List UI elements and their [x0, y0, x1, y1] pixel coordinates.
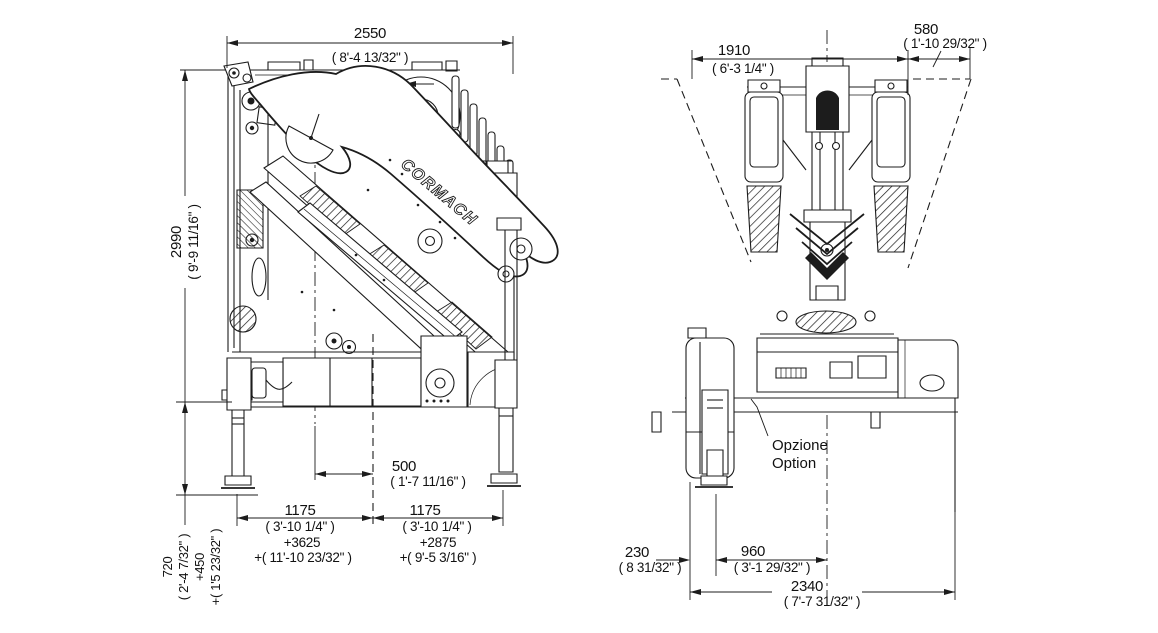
dim-2990-ft: ( 9'-9 11/16" ) [186, 204, 201, 279]
dim-top-width-2550: 2550 ( 8'-4 13/32" ) [227, 25, 513, 74]
dim-1175R-extft: +( 9'-5 3/16" ) [400, 550, 477, 565]
dim-2550-ft: ( 8'-4 13/32" ) [332, 50, 408, 65]
dim-overhang-580: 580 ( 1'-10 29/32" ) [903, 21, 987, 79]
dim-960-ft: ( 3'-1 29/32" ) [734, 560, 810, 575]
extension-booms [250, 156, 508, 368]
rear-chevrons [790, 214, 864, 280]
stabilizer-leg-left [221, 358, 255, 488]
dim-offset-500: 500 ( 1'-7 11/16" ) [315, 334, 466, 526]
dim-1175L-ext: +3625 [284, 535, 320, 550]
dim-2340-ft: ( 7'-7 31/32" ) [784, 594, 860, 609]
dim-960-mm: 960 [741, 543, 765, 560]
crane-column [230, 90, 277, 352]
rear-boom-right [849, 80, 910, 252]
dim-total-2340: 2340 ( 7'-7 31/32" ) [690, 512, 955, 609]
dim-1910-mm: 1910 [718, 42, 750, 59]
dim-2550-mm: 2550 [354, 25, 386, 42]
dim-leg-960: 960 ( 3'-1 29/32" ) [716, 494, 827, 576]
truck-body-outline [661, 79, 971, 268]
dim-720-ext: +450 [192, 553, 207, 581]
dim-left-height-2990: 2990 ( 9'-9 11/16" ) [168, 70, 258, 495]
main-boom [249, 66, 558, 277]
dim-1910-ft: ( 6'-3 1/4" ) [712, 61, 774, 76]
dim-1175R-ext: +2875 [420, 535, 456, 550]
rear-base-box [757, 338, 898, 392]
dim-1175L-extft: +( 11'-10 23/32" ) [254, 550, 351, 565]
dim-720-mm: 720 [160, 557, 175, 578]
dim-ground-720: 720 ( 2'-4 7/32" ) +450 +( 1'5 23/32" ) [160, 402, 232, 605]
dim-500-ft: ( 1'-7 11/16" ) [390, 474, 465, 489]
dim-2990-mm: 2990 [168, 226, 185, 258]
rear-boom-left [745, 80, 806, 252]
option-callout: Opzione Option [751, 399, 828, 472]
dim-1175R-mm: 1175 [409, 502, 440, 519]
stabilizer-leg-right [487, 218, 521, 486]
dim-720-ft: ( 2'-4 7/32" ) [176, 534, 191, 600]
dim-1175R-ft: ( 3'-10 1/4" ) [402, 519, 471, 534]
dim-500-mm: 500 [392, 458, 416, 475]
dim-720-extft: +( 1'5 23/32" ) [208, 529, 223, 606]
dim-foot-230: 230 ( 8 31/32" ) [619, 482, 690, 600]
side-view: CORMACH [180, 60, 558, 488]
option-label-english: Option [772, 455, 816, 472]
dim-1175L-ft: ( 3'-10 1/4" ) [265, 519, 334, 534]
dim-spread-right-1175: 1175 ( 3'-10 1/4" ) +2875 +( 9'-5 3/16" … [373, 490, 503, 565]
dim-580-ft: ( 1'-10 29/32" ) [903, 36, 987, 51]
base-frame [232, 336, 514, 407]
dim-230-mm: 230 [625, 544, 649, 561]
dim-spread-left-1175: 1175 ( 3'-10 1/4" ) +3625 +( 11'-10 23/3… [237, 494, 373, 565]
dim-2340-mm: 2340 [791, 578, 823, 595]
option-label-italian: Opzione [772, 437, 828, 454]
dim-rear-width-1910: 1910 ( 6'-3 1/4" ) [692, 42, 908, 95]
speckles [300, 158, 457, 312]
slew-gauge [286, 126, 333, 163]
right-fender [898, 340, 958, 398]
rear-view [652, 30, 971, 598]
dim-230-ft: ( 8 31/32" ) [619, 560, 682, 575]
dim-1175L-mm: 1175 [284, 502, 315, 519]
dim-580-mm: 580 [914, 21, 938, 38]
rear-stabilizer-leg [695, 390, 733, 487]
